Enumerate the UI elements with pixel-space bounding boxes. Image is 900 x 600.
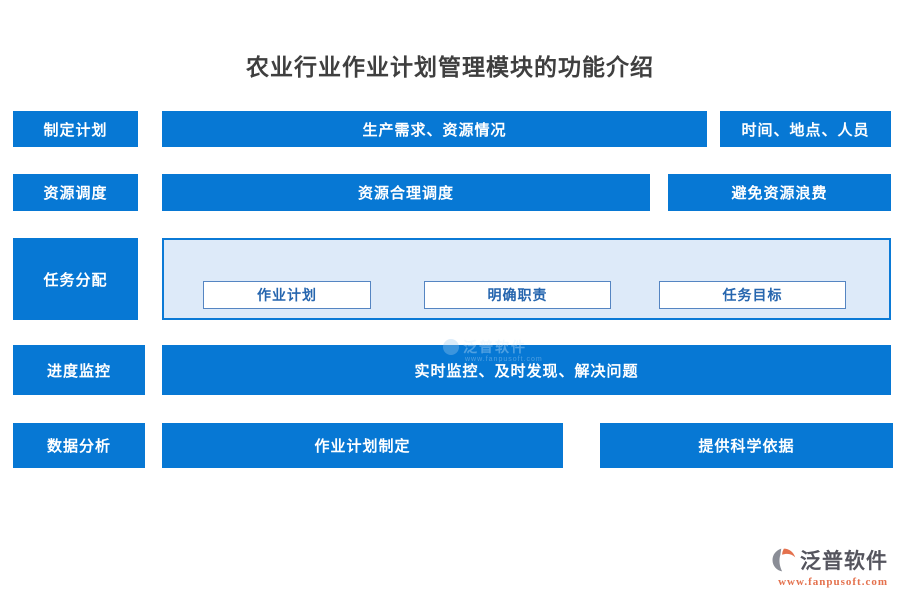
category-block-resource-scheduling: 资源调度 (13, 174, 138, 211)
block-rational-resource-scheduling: 资源合理调度 (162, 174, 650, 211)
fanpu-logo-icon (769, 546, 797, 574)
block-time-place-people: 时间、地点、人员 (720, 111, 891, 147)
inner-box-clear-responsibility: 明确职责 (424, 281, 611, 309)
footer-logo: 泛普软件 www.fanpusoft.com (748, 545, 888, 588)
inner-box-task-goal: 任务目标 (659, 281, 846, 309)
block-production-demand-resources: 生产需求、资源情况 (162, 111, 707, 147)
category-block-progress-monitoring: 进度监控 (13, 345, 145, 395)
inner-box-work-plan: 作业计划 (203, 281, 371, 309)
block-realtime-monitoring: 实时监控、及时发现、解决问题 (162, 345, 891, 395)
block-avoid-resource-waste: 避免资源浪费 (668, 174, 891, 211)
page-title: 农业行业作业计划管理模块的功能介绍 (246, 55, 654, 80)
task-allocation-panel: 作业计划 明确职责 任务目标 (162, 238, 891, 320)
block-work-plan-formulation: 作业计划制定 (162, 423, 563, 468)
category-block-plan-making: 制定计划 (13, 111, 138, 147)
category-block-task-allocation: 任务分配 (13, 238, 138, 320)
block-scientific-basis: 提供科学依据 (600, 423, 893, 468)
footer-brand-text: 泛普软件 (800, 549, 888, 573)
footer-url-text: www.fanpusoft.com (778, 576, 888, 588)
category-block-data-analysis: 数据分析 (13, 423, 145, 468)
